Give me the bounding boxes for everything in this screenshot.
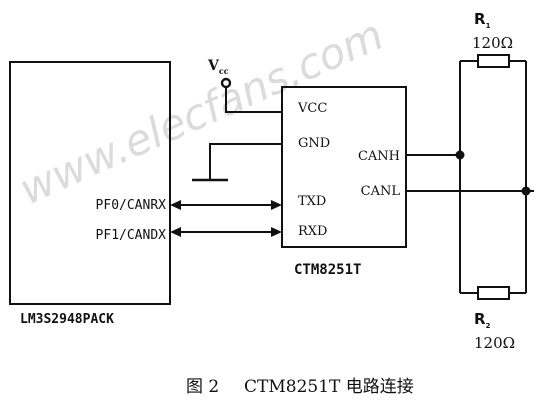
resistor-r2-body	[477, 286, 510, 300]
resistor-r1-value: 120Ω	[472, 34, 513, 52]
pin-vcc-label: VCC	[297, 101, 327, 116]
canl-junction-dot	[521, 186, 531, 196]
resistor-r1-body	[477, 54, 510, 68]
vcc-terminal	[220, 77, 232, 89]
pin-canl-label: CANL	[361, 184, 401, 199]
canrx-txd-wire	[170, 200, 282, 210]
resistor-r2: R2 120Ω	[460, 286, 526, 352]
mcu-block: PF0/CANRX PF1/CANDX LM3S2948PACK	[9, 61, 171, 327]
arrow-head-left	[170, 227, 181, 237]
mcu-box	[9, 61, 171, 305]
pin-txd-label: TXD	[298, 194, 326, 209]
resistor-r1-label: R1	[474, 10, 491, 30]
caption-title: CTM8251T 电路连接	[244, 377, 414, 397]
can-bus	[406, 61, 534, 293]
arrow-head-left	[170, 200, 181, 210]
arrow-head-right	[271, 227, 282, 237]
resistor-r2-value: 120Ω	[474, 334, 515, 352]
canh-junction-dot	[455, 150, 465, 160]
pin-gnd-label: GND	[298, 136, 330, 151]
transceiver-box	[281, 86, 407, 248]
mcu-name-label: LM3S2948PACK	[20, 312, 114, 327]
caption-figure-number: 图 2	[186, 377, 219, 397]
arrow-head-right	[271, 200, 282, 210]
candx-rxd-wire	[170, 227, 282, 237]
resistor-r1: R1 120Ω	[460, 10, 526, 68]
vcc-label: Vcc	[207, 58, 229, 76]
watermark: www.elecfans.com	[12, 10, 390, 214]
vcc-wire	[225, 87, 282, 113]
resistor-r2-label: R2	[474, 310, 491, 330]
ground-connection	[192, 143, 282, 182]
pin-canh-label: CANH	[358, 149, 400, 164]
mcu-pin-canrx-label: PF0/CANRX	[96, 198, 167, 213]
transceiver-name-label: CTM8251T	[294, 262, 361, 278]
gnd-wire	[209, 143, 282, 180]
pin-rxd-label: RXD	[298, 224, 327, 239]
vcc-supply: Vcc	[207, 58, 282, 113]
figure-caption: 图 2 CTM8251T 电路连接	[186, 377, 414, 397]
transceiver-block: VCC GND TXD RXD CANH CANL CTM8251T	[281, 86, 407, 278]
mcu-pin-candx-label: PF1/CANDX	[96, 228, 167, 243]
